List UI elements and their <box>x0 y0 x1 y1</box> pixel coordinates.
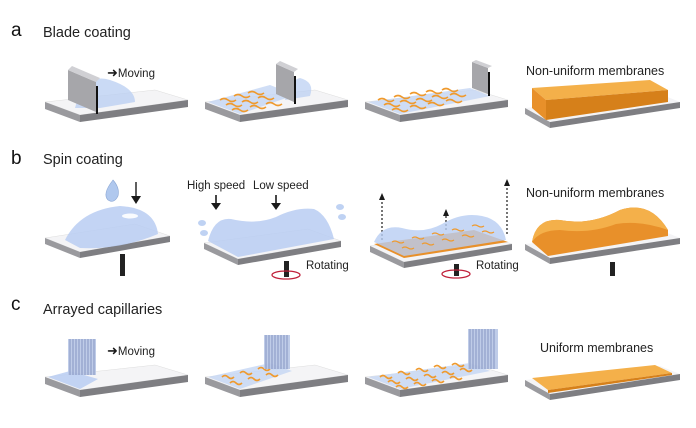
substrate-side-front <box>80 100 188 122</box>
spin-coating-step-3 <box>369 179 513 279</box>
result-label-c: Uniform membranes <box>540 341 654 355</box>
moving-label-c: ➜Moving <box>107 343 155 358</box>
rotation-arrow-icon <box>441 269 471 279</box>
blade-top <box>68 66 100 82</box>
down-arrow-icon <box>211 203 221 210</box>
down-arrow-icon <box>131 196 141 204</box>
uniform-membrane <box>525 365 680 400</box>
panel-b-title: Spin coating <box>43 152 123 168</box>
high-speed-label: High speed <box>187 180 246 192</box>
rotating-label-1: Rotating <box>306 260 349 272</box>
non-uniform-membrane-flat <box>525 80 680 128</box>
blade-coating-step-1 <box>44 66 189 122</box>
panel-a-letter: a <box>11 20 22 41</box>
polymer-chains <box>219 90 283 113</box>
liquid-wave <box>208 208 334 257</box>
liquid-film <box>208 85 295 114</box>
spindle <box>120 254 125 276</box>
right-arrow-icon: ➜ <box>107 343 118 358</box>
low-speed-label: Low speed <box>253 180 309 192</box>
substrate-side-left <box>45 102 80 122</box>
arrayed-capillaries-step-2 <box>204 335 349 397</box>
panel-b-letter: b <box>11 148 22 169</box>
membrane-top <box>532 80 668 100</box>
membrane-top <box>532 365 672 390</box>
rotating-label-2: Rotating <box>476 260 519 272</box>
panel-c-letter: c <box>11 294 21 315</box>
blade-coating-step-3 <box>364 60 509 122</box>
panel-c-title: Arrayed capillaries <box>43 302 163 318</box>
rotation-arrow-icon <box>271 270 301 280</box>
non-uniform-membrane-wavy <box>525 207 680 276</box>
droplet <box>105 179 119 202</box>
arrayed-capillaries-step-3 <box>364 329 509 397</box>
spin-coating-step-1 <box>44 179 171 276</box>
spin-coating-step-2 <box>198 195 346 280</box>
result-label-b: Non-uniform membranes <box>526 186 665 200</box>
arrayed-capillaries-step-1 <box>44 339 189 397</box>
moving-label-a: ➜Moving <box>107 65 155 80</box>
down-arrow-icon <box>271 203 281 210</box>
blade <box>68 70 96 112</box>
right-arrow-icon: ➜ <box>107 65 118 80</box>
blade-coating-step-2 <box>204 61 349 122</box>
result-label-a: Non-uniform membranes <box>526 64 665 78</box>
panel-a-title: Blade coating <box>43 25 131 41</box>
